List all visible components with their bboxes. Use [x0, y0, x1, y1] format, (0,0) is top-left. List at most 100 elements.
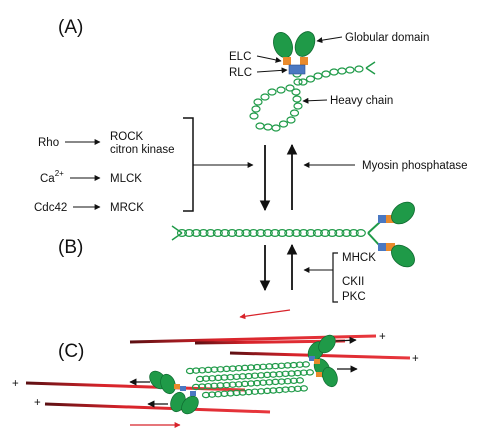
regulator-cdc42: Cdc42: [34, 202, 67, 214]
coiled-coil-segment: [253, 98, 263, 106]
filament-head: [318, 334, 336, 354]
coiled-coil-segment: [298, 229, 309, 237]
coiled-coil-segment: [293, 385, 302, 393]
coiled-coil-segment: [212, 229, 223, 237]
coiled-coil-segment: [232, 389, 241, 397]
coiled-coil-segment: [267, 88, 277, 96]
extended-myosin-heavy-chain: [171, 225, 366, 241]
coiled-coil-segment: [329, 68, 339, 76]
plus-end-label: +: [12, 378, 19, 390]
myosin-head-right: [294, 31, 316, 57]
coiled-coil-segment: [277, 362, 286, 370]
globular-domain-label: Globular domain: [345, 32, 429, 44]
kinase-ckii: CKII: [342, 276, 364, 288]
coiled-coil-segment: [278, 120, 289, 128]
tail-end: [171, 225, 183, 241]
kinase-citron: citron kinase: [110, 144, 175, 156]
coiled-coil-segment: [219, 229, 230, 237]
coiled-coil-segment: [192, 367, 201, 374]
coiled-coil-segment: [246, 364, 256, 371]
extended-rlc-bottom: [378, 243, 387, 251]
kinase-pkc: PKC: [342, 291, 366, 303]
coiled-coil-segment: [244, 388, 253, 396]
kinase-mhck: MHCK: [342, 252, 376, 264]
coiled-coil-segment: [269, 229, 281, 237]
coiled-coil-segment: [198, 229, 209, 237]
coiled-coil-segment: [341, 229, 352, 237]
coiled-coil-segment: [265, 379, 274, 386]
coiled-coil-segment: [204, 382, 213, 390]
coiled-coil-segment: [285, 84, 295, 92]
coiled-coil-segment: [281, 386, 290, 393]
coiled-coil-segment: [198, 383, 207, 390]
coiled-coil-segment: [216, 366, 225, 373]
extended-rlc-top: [378, 215, 387, 223]
coiled-coil-segment: [240, 380, 249, 388]
coiled-coil-segment: [305, 75, 316, 83]
extended-head-bottom: [391, 244, 415, 268]
coiled-coil-segment: [248, 229, 259, 237]
coiled-coil-segment: [246, 380, 256, 387]
coiled-coil-segment: [292, 95, 302, 103]
coiled-coil-segment: [289, 109, 300, 117]
coiled-coil-segment: [291, 88, 301, 96]
coiled-coil-segment: [312, 229, 323, 237]
coiled-coil-segment: [275, 386, 284, 394]
coiled-coil-segment: [222, 381, 231, 389]
coiled-coil-segment: [289, 377, 298, 385]
coiled-coil-segment: [287, 385, 296, 393]
coiled-coil-segment: [275, 370, 284, 378]
coiled-coil-segment: [263, 371, 272, 379]
coiled-coil-segment: [321, 70, 331, 78]
extended-elc-bottom: [386, 243, 395, 251]
coiled-coil-segment: [257, 372, 266, 379]
coiled-coil-segment: [320, 229, 331, 237]
coiled-coil-segment: [263, 387, 272, 395]
coiled-coil-segment: [191, 229, 202, 237]
coiled-coil-segment: [299, 385, 308, 392]
coiled-coil-segment: [185, 367, 195, 375]
coiled-coil-segment: [176, 229, 188, 237]
coiled-coil-segment: [283, 377, 292, 385]
coiled-coil-segment: [222, 365, 231, 373]
coiled-coil-segment: [216, 382, 225, 389]
coiled-coil-segment: [202, 375, 211, 382]
coiled-coil-segment: [234, 229, 245, 237]
coiled-coil-segment: [271, 378, 280, 386]
regulator-calcium: Ca2+: [40, 169, 64, 185]
coiled-coil-segment: [240, 364, 249, 372]
extended-head-top: [391, 201, 415, 225]
coiled-coil-segment: [227, 229, 238, 237]
coiled-coil-segment: [277, 229, 288, 237]
coiled-coil-segment: [234, 381, 243, 388]
kinase-rock: ROCK: [110, 131, 144, 143]
phosphatase-label: Myosin phosphatase: [362, 160, 467, 172]
coiled-coil-segment: [293, 369, 302, 377]
coiled-coil-segment: [210, 382, 219, 390]
kinase-group-bracket: [183, 117, 194, 212]
coiled-coil-segment: [198, 367, 207, 374]
coiled-coil-segment: [238, 389, 247, 396]
coiled-coil-segment: [259, 379, 268, 386]
coiled-coil-segment: [269, 387, 278, 394]
filament-elc: [314, 359, 320, 364]
coiled-coil-segment: [269, 371, 278, 378]
coiled-coil-segment: [355, 229, 366, 237]
coiled-coil-segment: [250, 388, 259, 395]
elc-block-right: [300, 57, 308, 65]
coiled-coil-segment: [271, 124, 281, 132]
coiled-coil-segment: [214, 374, 223, 382]
folded-myosin-heavy-chain: [249, 61, 376, 132]
regulator-calcium-row: Ca2+ MLCK: [40, 169, 142, 185]
heavy-chain-pointer-arrow: [302, 97, 328, 104]
myosin-head-cluster-left: [149, 370, 199, 415]
coiled-coil-segment: [208, 391, 217, 398]
panel-label-c: (C): [58, 341, 84, 362]
coiled-coil-segment: [337, 67, 347, 75]
plus-end-label: +: [412, 353, 419, 365]
coiled-coil-segment: [210, 366, 219, 373]
sliding-arrow-top: [239, 309, 291, 320]
coiled-coil-segment: [345, 66, 355, 74]
elc-label: ELC: [229, 51, 251, 63]
filament-rlc: [309, 356, 315, 361]
